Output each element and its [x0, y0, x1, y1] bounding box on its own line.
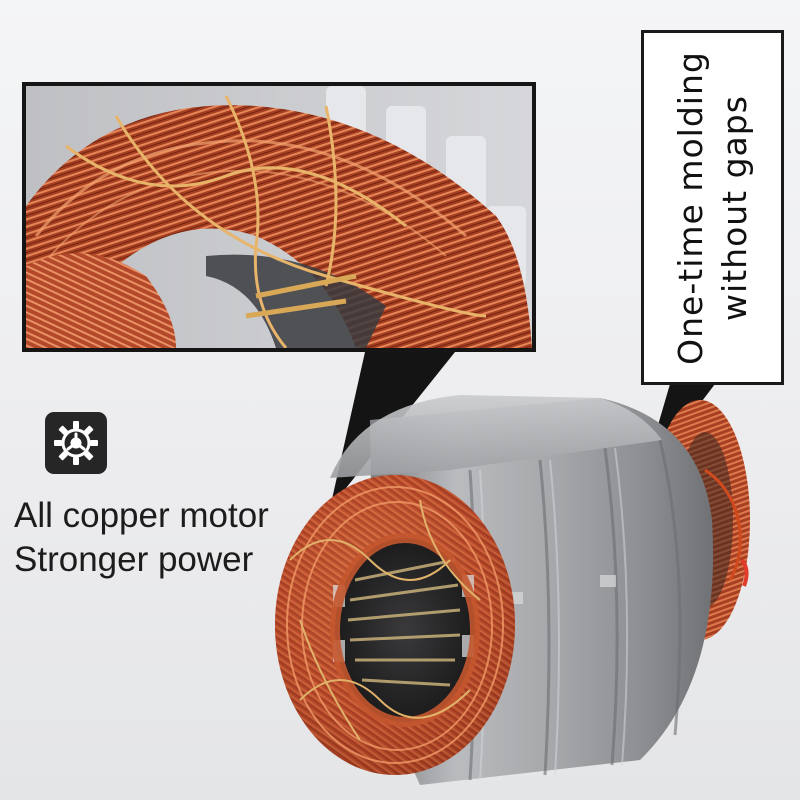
callout-line-1: One-time molding — [670, 50, 710, 365]
feature-badge — [45, 412, 107, 474]
callout-text: One-time molding without gaps — [669, 38, 757, 378]
callout-label-box: One-time molding without gaps — [641, 30, 784, 385]
feature-line-1: All copper motor — [14, 496, 269, 535]
feature-text: All copper motor Stronger power — [14, 494, 314, 582]
callout-line-2: without gaps — [714, 94, 754, 321]
gear-icon — [54, 421, 98, 465]
feature-line-2: Stronger power — [14, 540, 254, 579]
zoom-detail-frame — [22, 82, 536, 352]
copper-winding-closeup — [26, 86, 532, 348]
